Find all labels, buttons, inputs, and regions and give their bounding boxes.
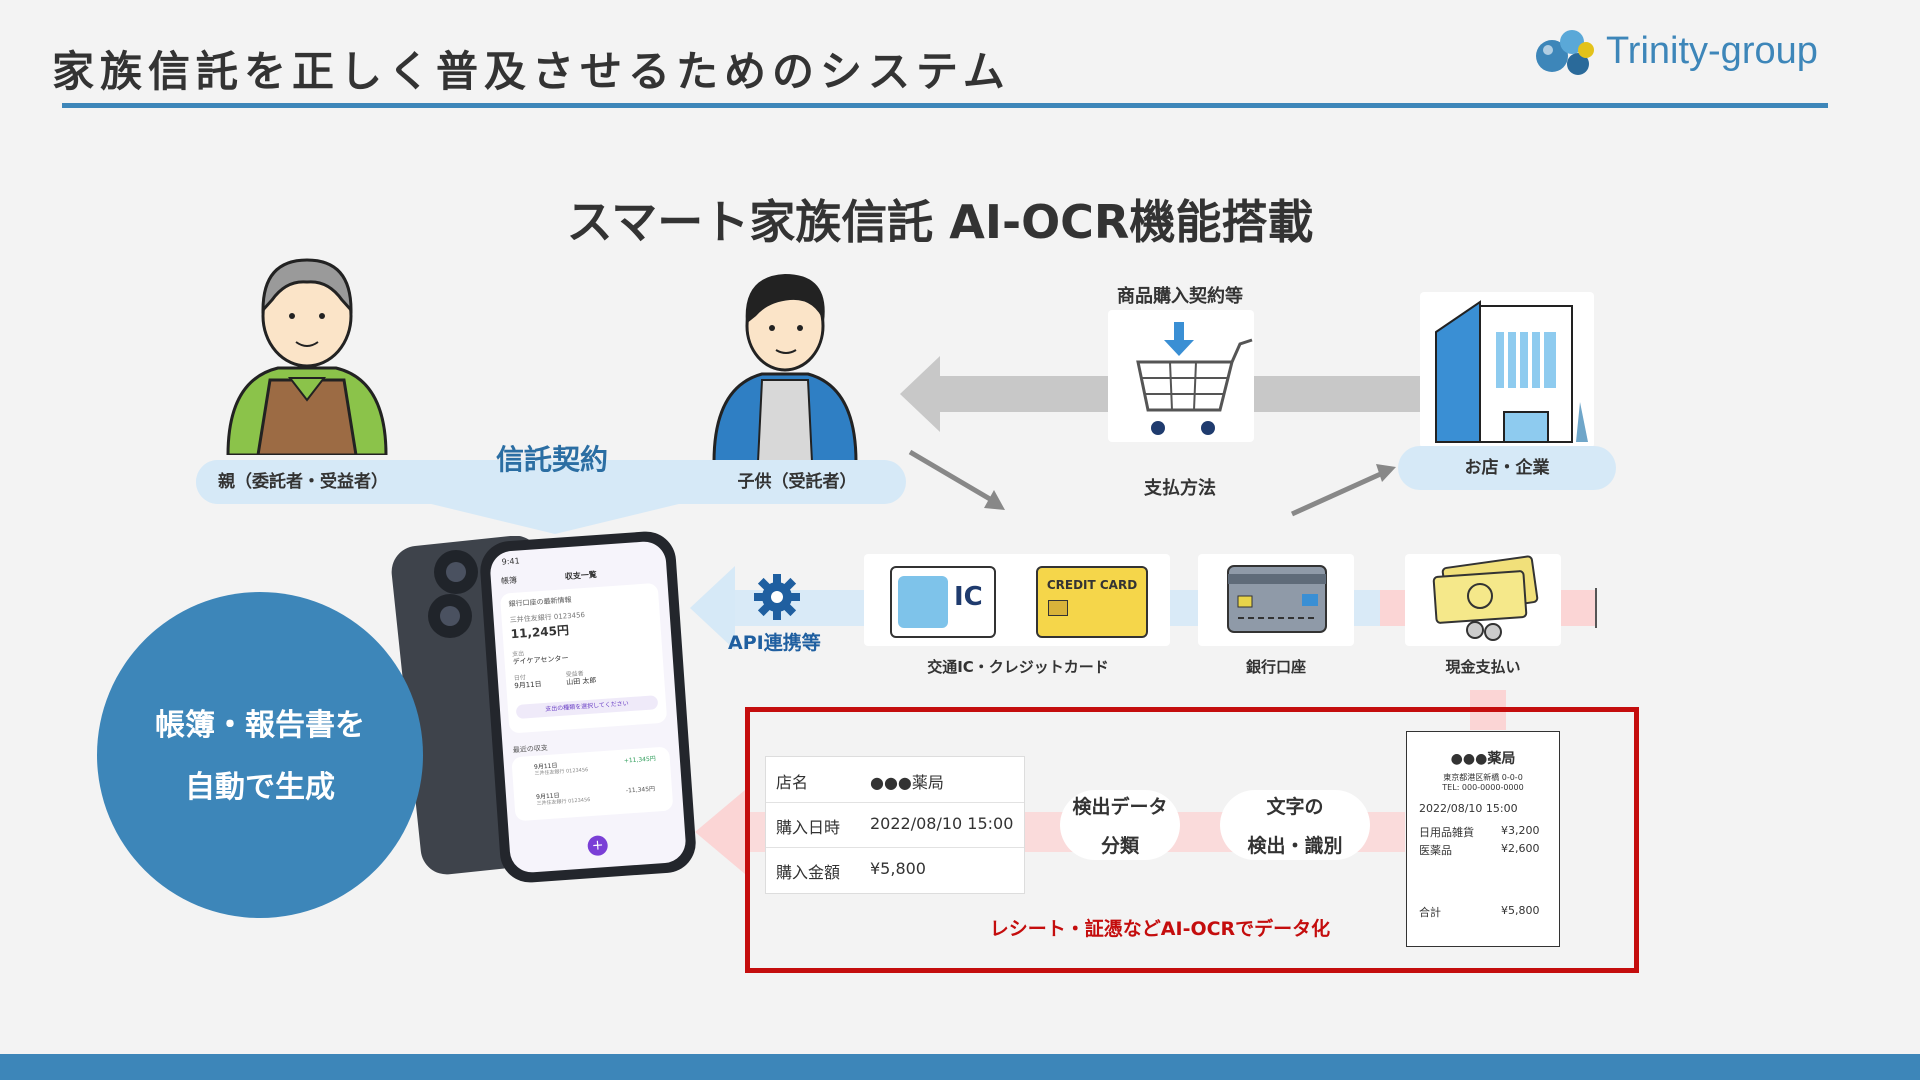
page-title: 家族信託を正しく普及させるためのシステム [52, 47, 1011, 96]
ic-credit-panel: IC CREDIT CARD [864, 554, 1170, 646]
phone-transactions: 9月11日 三井住友銀行 0123456 +11,345円 9月11日 三井住友… [511, 746, 674, 822]
table-key: 購入日時 [776, 818, 841, 837]
trinity-logo-icon [1536, 30, 1594, 75]
phone-header-title: 収支一覧 [564, 570, 598, 582]
api-label: API連携等 [728, 632, 821, 654]
phone-header-left: 帳簿 [500, 575, 518, 586]
step2-line2: 検出・識別 [1247, 835, 1343, 857]
phone-balance: 11,245円 [510, 623, 570, 642]
phone-select-link[interactable]: 支出の種類を選択してください [515, 695, 659, 720]
bank-panel [1198, 554, 1354, 646]
purchase-label: 商品購入契約等 [1117, 286, 1243, 307]
ocr-caption: レシート・証憑などAI-OCRでデータ化 [989, 918, 1331, 940]
receipt-tel: TEL: 000-0000-0000 [1442, 783, 1524, 792]
cart-panel [1108, 310, 1254, 442]
phone-time: 9:41 [501, 556, 520, 567]
table-value: 2022/08/10 15:00 [870, 814, 1014, 833]
circle-line1: 帳簿・報告書を [155, 708, 365, 743]
step-detect: 文字の 検出・識別 [1220, 790, 1370, 860]
table-value: ¥5,800 [870, 859, 926, 878]
step1-line1: 検出データ [1072, 796, 1168, 818]
table-row: 店名 ●●●薬局 [766, 757, 1024, 803]
phone-tx2-amount: -11,345円 [625, 785, 656, 795]
receipt-item-name: 医薬品 [1419, 844, 1452, 857]
credit-card: CREDIT CARD [1036, 566, 1148, 638]
trust-contract-label: 信託契約 [496, 443, 609, 476]
cash-label: 現金支払い [1445, 658, 1521, 676]
receipt-date: 2022/08/10 15:00 [1419, 802, 1518, 815]
table-value: ●●●薬局 [870, 773, 944, 792]
footer-bar [0, 1054, 1920, 1080]
credit-card-text: CREDIT CARD [1046, 578, 1138, 592]
step-classify: 検出データ 分類 [1060, 790, 1180, 860]
gear-icon [754, 574, 800, 620]
ic-card-text: IC [954, 582, 983, 612]
phone-field3-value: 山田 太郎 [565, 676, 597, 687]
child-label: 子供（受託者） [690, 460, 904, 504]
receipt-total-value: ¥5,800 [1501, 904, 1540, 917]
child-illustration [712, 274, 858, 462]
step2-line1: 文字の [1266, 796, 1324, 818]
parent-label: 親（委託者・受益者） [196, 460, 410, 504]
circle-line2: 自動で生成 [185, 770, 335, 805]
step1-line2: 分類 [1100, 835, 1139, 857]
payment-method-label: 支払方法 [1144, 478, 1216, 499]
parent-illustration [226, 258, 388, 455]
table-key: 店名 [776, 773, 809, 792]
ic-card-chip [898, 576, 948, 628]
ocr-result-table: 店名 ●●●薬局 購入日時 2022/08/10 15:00 購入金額 ¥5,8… [765, 756, 1025, 894]
receipt-address: 東京都港区新橋 0-0-0 [1443, 773, 1523, 782]
receipt-item-price: ¥2,600 [1501, 842, 1540, 855]
receipt-total-label: 合計 [1419, 906, 1441, 919]
building-icon [1435, 300, 1588, 443]
phone-tx1-amount: +11,345円 [623, 755, 657, 765]
ocr-frame [745, 707, 1639, 973]
phone-front: 9:41 帳簿 収支一覧 銀行口座の最新情報 三井住友銀行 0123456 11… [478, 529, 698, 885]
bank-card-icon [1227, 565, 1327, 633]
phone-add-button[interactable]: + [587, 834, 609, 857]
receipt-item-name: 日用品雑貨 [1419, 826, 1474, 839]
auto-report-circle: 帳簿・報告書を 自動で生成 [97, 592, 423, 918]
table-row: 購入日時 2022/08/10 15:00 [766, 802, 1024, 848]
phone-recent-label: 最近の収支 [512, 743, 549, 755]
receipt-item-price: ¥3,200 [1501, 824, 1540, 837]
phone-balance-caption: 銀行口座の最新情報 [508, 595, 572, 609]
cash-panel [1405, 554, 1561, 646]
credit-card-chip [1048, 600, 1068, 616]
shopping-cart-icon [1136, 322, 1253, 435]
ic-card: IC [890, 566, 996, 638]
logo-text: Trinity-group [1606, 30, 1818, 72]
table-row: 購入金額 ¥5,800 [766, 847, 1024, 892]
diagram-subtitle: スマート家族信託 AI-OCR機能搭載 [566, 195, 1314, 249]
phone-screen: 9:41 帳簿 収支一覧 銀行口座の最新情報 三井住友銀行 0123456 11… [488, 540, 688, 874]
store-panel [1420, 292, 1594, 448]
cash-icon [1432, 555, 1539, 641]
title-underline [62, 103, 1828, 108]
phone-field2-value: 9月11日 [514, 680, 542, 691]
ic-credit-label: 交通IC・クレジットカード [927, 658, 1109, 676]
table-key: 購入金額 [776, 863, 841, 882]
phone-balance-card: 銀行口座の最新情報 三井住友銀行 0123456 11,245円 支出 デイケア… [499, 582, 668, 734]
bank-label: 銀行口座 [1245, 658, 1306, 676]
store-label: お店・企業 [1398, 446, 1616, 490]
receipt-illustration: ●●●薬局 東京都港区新橋 0-0-0 TEL: 000-0000-0000 2… [1406, 731, 1560, 947]
receipt-store: ●●●薬局 [1450, 751, 1516, 767]
